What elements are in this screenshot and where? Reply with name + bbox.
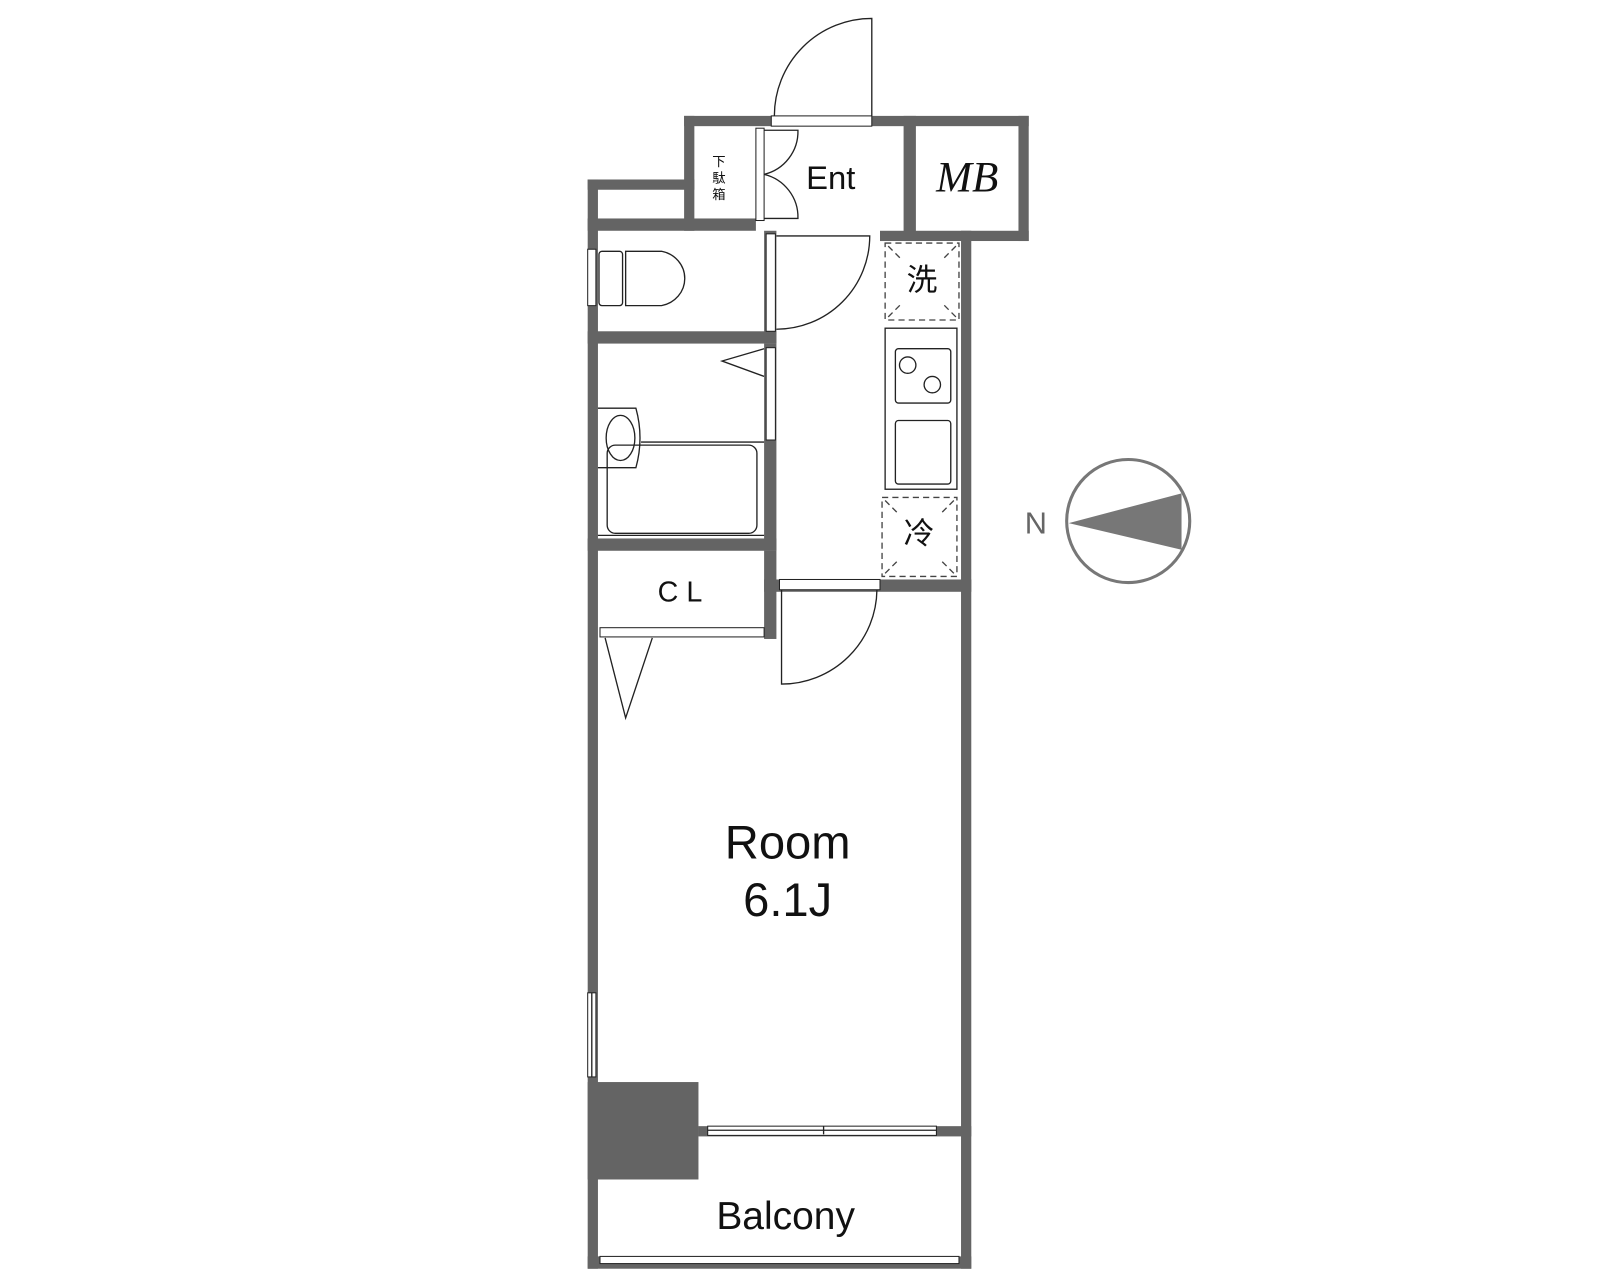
shoe-cabinet-char-1: 下 [712,155,725,170]
closet-door[interactable] [599,627,765,721]
entrance-label: Ent [806,159,855,196]
room-size-label: 6.1J [743,873,832,926]
shoe-cabinet: 下 駄 箱 [712,127,799,222]
bathtub-icon [597,441,765,537]
fridge-label: 冷 [904,516,935,552]
room-door[interactable] [778,578,881,685]
bathroom-door[interactable] [719,347,776,441]
compass-north-label: N [1025,505,1047,540]
stove-icon [894,348,952,404]
side-window [587,992,597,1078]
washbasin-icon [597,407,641,469]
washer-space: 洗 [884,242,960,321]
meter-box-label: MB [935,154,998,201]
toilet-icon [587,248,686,307]
balcony-railing [599,1255,960,1265]
shoe-cabinet-char-2: 駄 [712,170,725,186]
toilet-door[interactable] [765,233,871,332]
shoe-cabinet-char-3: 箱 [712,187,725,203]
washer-label: 洗 [907,263,938,299]
walls [587,115,1029,1269]
kitchen-counter [884,327,958,490]
north-compass-icon: N [1025,457,1192,585]
balcony-label: Balcony [716,1195,855,1238]
fridge-space: 冷 [881,496,958,578]
front-door[interactable] [770,17,873,127]
balcony-sliding-door[interactable] [707,1125,937,1136]
room-name-label: Room [725,816,851,869]
kitchen-sink-icon [894,419,952,485]
closet-label: C L [658,576,703,608]
